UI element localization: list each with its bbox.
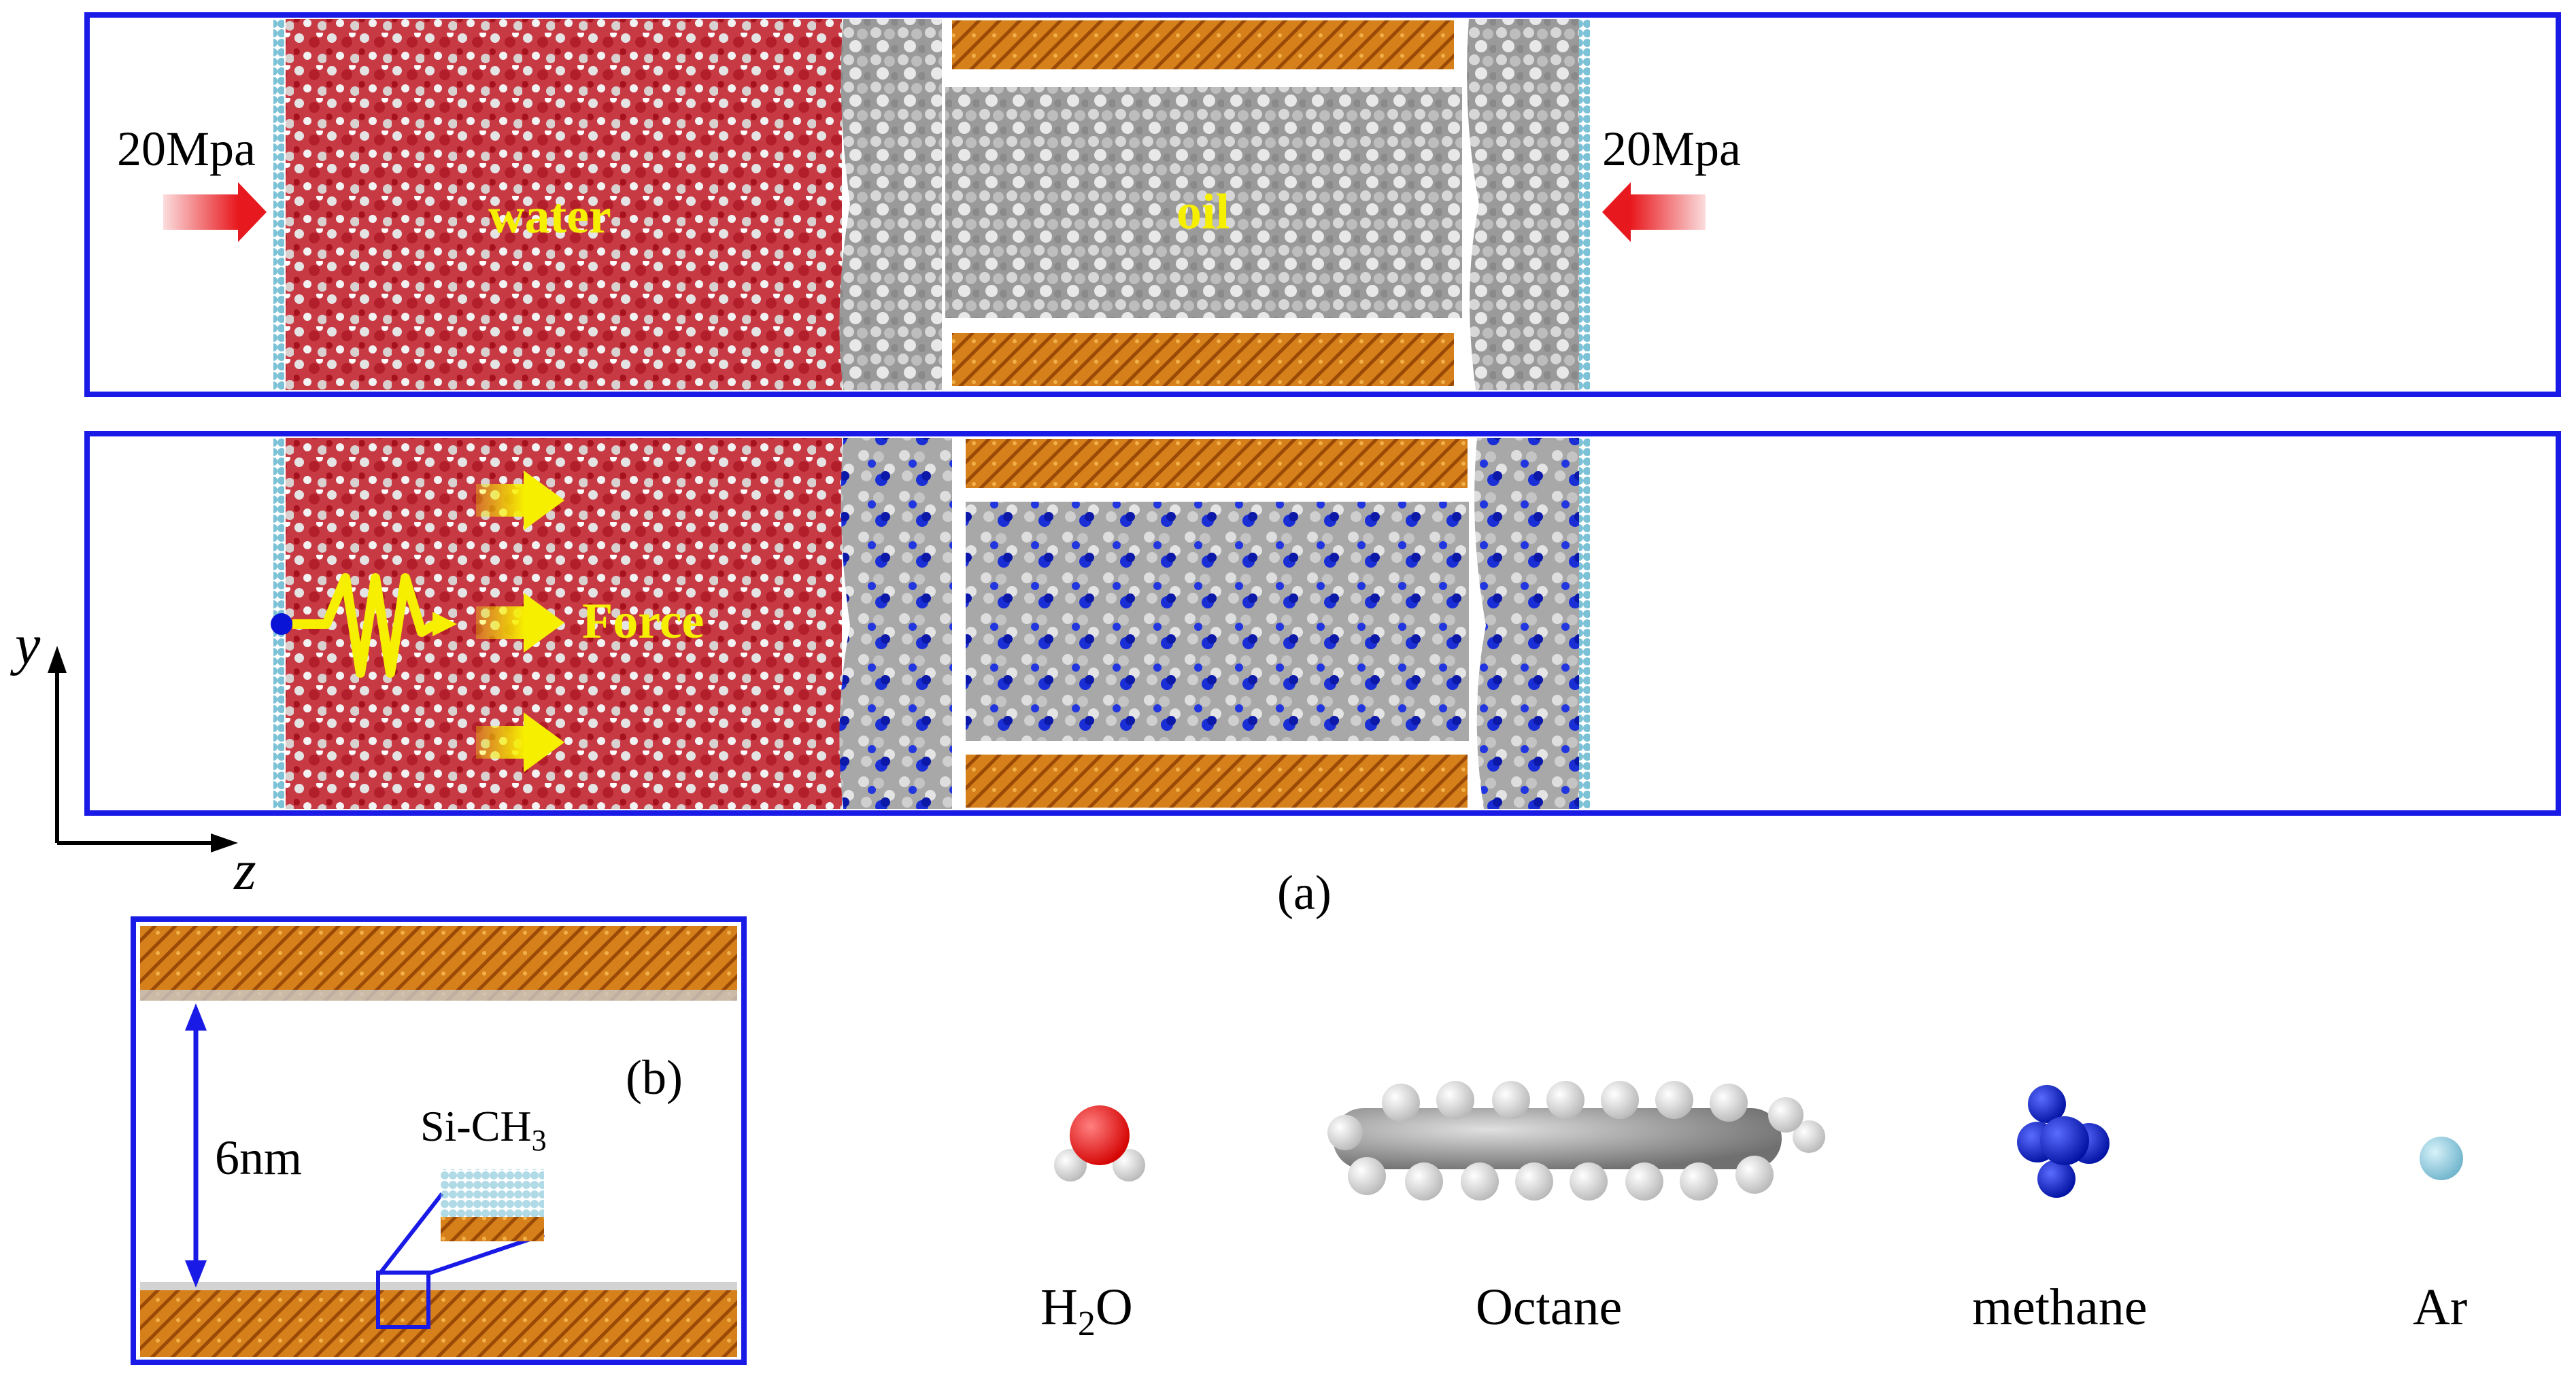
zoom-line-left bbox=[377, 1192, 444, 1275]
oil-channel-top bbox=[945, 87, 1462, 318]
force-origin-dot bbox=[271, 613, 292, 635]
pressure-arrow-right-shaft bbox=[1631, 194, 1706, 230]
oil-methane-right-bottom bbox=[1474, 438, 1579, 809]
surface-label-subscript: 3 bbox=[531, 1123, 547, 1157]
gap-arrow-bottom-head bbox=[185, 1260, 207, 1288]
methane-molecule-icon bbox=[2017, 1085, 2109, 1198]
slab-upper-top bbox=[952, 20, 1454, 69]
gap-arrow-top-head bbox=[185, 1003, 207, 1031]
zoom-box bbox=[376, 1271, 430, 1329]
octane-molecule-icon bbox=[1327, 1081, 1825, 1201]
force-arrow-2-shaft bbox=[476, 606, 525, 639]
water-region-top bbox=[286, 19, 842, 390]
surface-label-main: Si-CH bbox=[420, 1102, 532, 1150]
force-wave bbox=[292, 573, 438, 678]
force-wave-arrowhead bbox=[433, 612, 457, 636]
panel-b-slab-upper-coating bbox=[140, 990, 737, 1001]
force-arrow-3-shaft bbox=[476, 726, 525, 759]
axes bbox=[48, 646, 238, 852]
legend-water-subscript: 2 bbox=[1077, 1305, 1096, 1344]
z-axis-label: z bbox=[234, 839, 256, 902]
panel-b bbox=[131, 916, 747, 1365]
legend-water-label: H2O bbox=[1040, 1278, 1133, 1344]
panel-b-frame bbox=[131, 916, 747, 1365]
panel-a-bottom bbox=[84, 431, 2561, 816]
pressure-arrow-left-head bbox=[238, 182, 267, 242]
panel-a-top bbox=[84, 12, 2561, 397]
legend-water-h: H bbox=[1040, 1279, 1078, 1336]
panel-a-top-frame bbox=[84, 12, 2561, 397]
pressure-arrow-right-head bbox=[1602, 182, 1631, 242]
y-axis-label: y bbox=[15, 613, 41, 676]
legend-argon-label: Ar bbox=[2413, 1279, 2468, 1336]
oil-region-left-top bbox=[839, 19, 942, 390]
y-axis-arrowhead bbox=[48, 646, 67, 673]
legend bbox=[1054, 1081, 2463, 1201]
argon-atom-icon bbox=[2420, 1137, 2463, 1180]
panel-a-bottom-frame bbox=[84, 431, 2561, 816]
water-molecule-icon bbox=[1054, 1105, 1145, 1181]
water-label: water bbox=[488, 188, 611, 244]
oil-region-right-top bbox=[1467, 19, 1579, 390]
panel-b-slab-lower bbox=[140, 1290, 737, 1357]
slab-upper-bottom bbox=[966, 439, 1468, 488]
force-label: Force bbox=[582, 593, 705, 649]
legend-octane-label: Octane bbox=[1476, 1279, 1623, 1336]
pressure-label-left: 20Mpa bbox=[117, 122, 256, 176]
zoom-inset-coating bbox=[441, 1169, 544, 1217]
argon-wall-right-top bbox=[1579, 19, 1590, 390]
oil-label: oil bbox=[1176, 184, 1230, 240]
gap-label: 6nm bbox=[215, 1131, 303, 1185]
argon-wall-right-bottom bbox=[1579, 438, 1590, 809]
caption-b: (b) bbox=[626, 1050, 683, 1105]
force-arrow-3-head bbox=[524, 712, 564, 772]
panel-b-slab-upper bbox=[140, 926, 737, 1001]
legend-methane-label: methane bbox=[1972, 1279, 2148, 1336]
pressure-arrow-left-shaft bbox=[163, 194, 238, 230]
slab-lower-top bbox=[952, 333, 1454, 386]
slab-lower-bottom bbox=[966, 755, 1468, 808]
surface-label: Si-CH3 bbox=[420, 1101, 547, 1158]
force-arrow-2-head bbox=[524, 593, 564, 653]
oil-methane-channel-bottom bbox=[966, 502, 1469, 741]
force-arrow-1-shaft bbox=[476, 484, 525, 517]
pressure-label-right: 20Mpa bbox=[1602, 122, 1741, 176]
oil-methane-left-bottom bbox=[839, 438, 952, 809]
force-arrow-1-head bbox=[524, 470, 564, 530]
caption-a: (a) bbox=[1277, 865, 1332, 920]
argon-wall-left-top bbox=[273, 19, 284, 390]
legend-water-o: O bbox=[1095, 1279, 1133, 1336]
zoom-inset-slab bbox=[441, 1217, 544, 1241]
z-axis-arrowhead bbox=[211, 833, 238, 852]
